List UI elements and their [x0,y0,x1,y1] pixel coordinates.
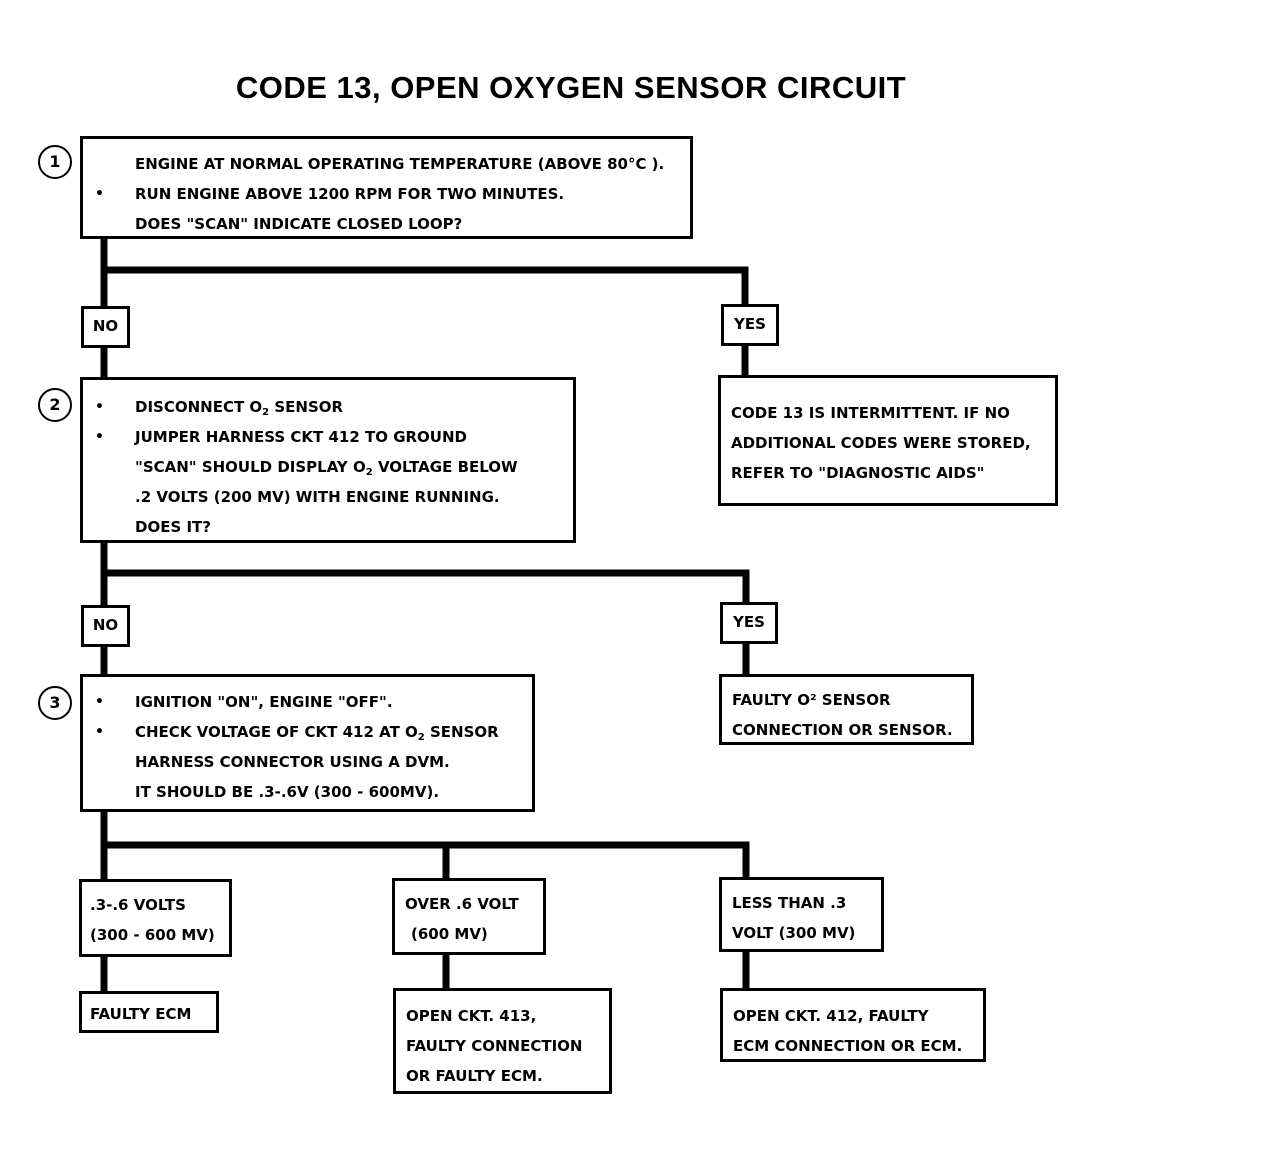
result-line: ADDITIONAL CODES WERE STORED, [731,434,1031,452]
step-2-number: 2 [38,388,72,422]
no-label-2: NO [81,605,130,647]
result-faulty-ecm: FAULTY ECM [79,991,219,1033]
condition-normal-range: .3-.6 VOLTS (300 - 600 MV) [79,879,232,957]
step-2-box: •DISCONNECT O2 SENSOR •JUMPER HARNESS CK… [80,377,576,543]
step-1-box: ENGINE AT NORMAL OPERATING TEMPERATURE (… [80,136,693,239]
result-faulty-sensor: FAULTY O² SENSOR CONNECTION OR SENSOR. [719,674,974,745]
result-line: CODE 13 IS INTERMITTENT. IF NO [731,404,1010,422]
step-line: •RUN ENGINE ABOVE 1200 RPM FOR TWO MINUT… [95,185,565,203]
step-line: ENGINE AT NORMAL OPERATING TEMPERATURE (… [135,155,665,173]
step-3-number: 3 [38,686,72,720]
step-3-box: •IGNITION "ON", ENGINE "OFF". •CHECK VOL… [80,674,535,812]
step-line: IT SHOULD BE .3-.6V (300 - 600MV). [135,783,440,801]
step-line: •DISCONNECT O2 SENSOR [95,398,344,418]
result-intermittent: CODE 13 IS INTERMITTENT. IF NO ADDITIONA… [718,375,1058,506]
step-line: "SCAN" SHOULD DISPLAY O2 VOLTAGE BELOW [135,458,518,478]
result-line: REFER TO "DIAGNOSTIC AIDS" [731,464,985,482]
result-line: FAULTY O² SENSOR [732,691,891,709]
step-line: DOES IT? [135,518,211,536]
no-label-1: NO [81,306,130,348]
step-line: •CHECK VOLTAGE OF CKT 412 AT O2 SENSOR [95,723,499,743]
step-line: HARNESS CONNECTOR USING A DVM. [135,753,450,771]
yes-label-1: YES [721,304,779,346]
step-line: •JUMPER HARNESS CKT 412 TO GROUND [95,428,467,446]
condition-under-range: LESS THAN .3 VOLT (300 MV) [719,877,884,952]
chart-title: CODE 13, OPEN OXYGEN SENSOR CIRCUIT [235,70,907,105]
step-1-number: 1 [38,145,72,179]
step-line: DOES "SCAN" INDICATE CLOSED LOOP? [135,215,463,233]
step-line: .2 VOLTS (200 MV) WITH ENGINE RUNNING. [135,488,500,506]
condition-over-range: OVER .6 VOLT (600 MV) [392,878,546,955]
result-open-ckt-413: OPEN CKT. 413, FAULTY CONNECTION OR FAUL… [393,988,612,1094]
result-line: CONNECTION OR SENSOR. [732,721,953,739]
yes-label-2: YES [720,602,778,644]
result-open-ckt-412: OPEN CKT. 412, FAULTY ECM CONNECTION OR … [720,988,986,1062]
step-line: •IGNITION "ON", ENGINE "OFF". [95,693,393,711]
